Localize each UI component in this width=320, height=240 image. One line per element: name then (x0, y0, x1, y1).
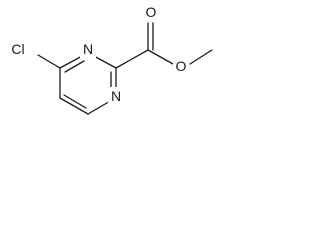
n-bottom-label-bg (108, 87, 124, 105)
ester-oxygen-label-bg (173, 57, 189, 75)
bond-c6-c5 (59, 97, 89, 115)
bond-c4-n3-double (64, 60, 85, 73)
nitrogen-label-top: N (83, 41, 93, 57)
carbonyl-oxygen-label-bg (143, 4, 159, 22)
molecule-svg: Cl N N O O (4, 4, 213, 115)
pyrimidine-ring (59, 54, 117, 115)
bond-c6-c5-double (63, 94, 87, 109)
bond-c2-carbonyl-c (115, 49, 149, 69)
nitrogen-label-bottom: N (111, 88, 121, 104)
bond-ester-o-methyl (189, 49, 213, 65)
ester-oxygen-label: O (176, 58, 187, 74)
bond-c4-cl (37, 54, 61, 69)
chlorine-label: Cl (11, 41, 24, 57)
substituent-bonds (37, 22, 213, 69)
molecule-diagram: Cl N N O O (0, 0, 226, 134)
n-top-label-bg (80, 40, 96, 58)
bond-carbonyl-c-ester-o (147, 49, 174, 65)
carbonyl-oxygen-label: O (146, 4, 157, 20)
atom-labels: Cl N N O O (4, 4, 189, 105)
cl-label-bg (4, 39, 31, 59)
